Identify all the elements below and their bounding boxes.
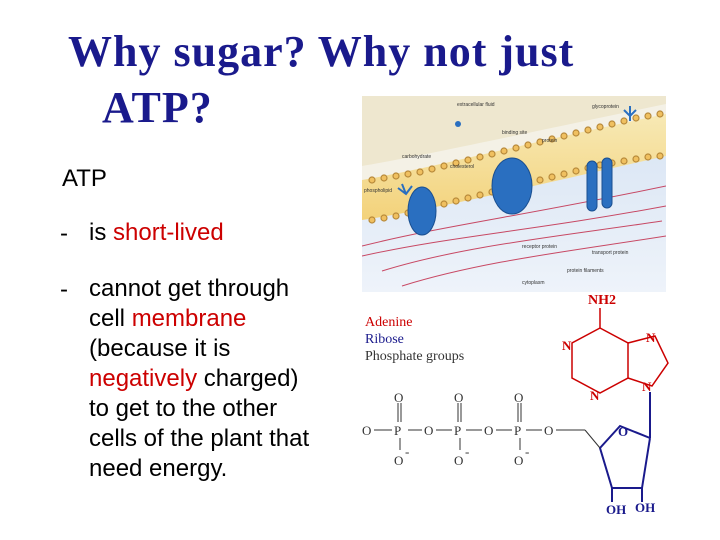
atp-heading: ATP [62, 165, 107, 192]
n-label-3: N [646, 330, 656, 345]
n-label-4: N [642, 379, 652, 394]
minus-1: - [405, 444, 409, 459]
label-cholesterol: cholesterol [450, 164, 474, 170]
bullet2-line5: to get to the other [89, 395, 278, 422]
label-phospholipid: phospholipid [364, 188, 392, 194]
label-binding-site: binding site [502, 130, 528, 136]
bullet2-line2-pre: cell [89, 305, 132, 332]
atp-molecule-diagram: Adenine Ribose Phosphate groups NH2 N N … [362, 293, 669, 517]
molecule-dot [455, 121, 461, 127]
n-label-2: N [590, 388, 600, 403]
minus-3: - [525, 444, 529, 459]
p-1: P [394, 423, 401, 438]
label-receptor: receptor protein [522, 244, 557, 250]
bullet1-text: is [89, 219, 113, 246]
p-2: P [454, 423, 461, 438]
adenine-ring [571, 308, 669, 394]
o-bottom-2: O [454, 453, 463, 468]
o-top-3: O [514, 390, 523, 405]
slide-title-line1: Why sugar? Why not just [68, 27, 575, 76]
bullet2-line3: (because it is [89, 335, 231, 362]
o-bridge-2: O [484, 423, 493, 438]
label-extracellular: extracellular fluid [457, 102, 495, 108]
ribose-o-label: O [618, 424, 628, 439]
oh-label-2: OH [635, 500, 655, 515]
nh2-label: NH2 [588, 293, 616, 308]
bullet2-line1: cannot get through [89, 275, 290, 302]
minus-2: - [465, 444, 469, 459]
ribose-ring [598, 392, 651, 502]
label-protein: protein [542, 138, 558, 144]
membrane-proteins [407, 157, 613, 236]
o-top-1: O [394, 390, 403, 405]
bullet2-line6: cells of the plant that [89, 425, 310, 452]
o-bottom-1: O [394, 453, 403, 468]
bullet1-highlight: short-lived [113, 219, 224, 246]
o-bridge-1: O [424, 423, 433, 438]
bullet2-line4: negatively charged) [89, 364, 309, 394]
label-glycoprotein: glycoprotein [592, 104, 619, 110]
protein-filaments [362, 185, 666, 287]
o-bottom-3: O [514, 453, 523, 468]
phosphate-chain [374, 403, 601, 450]
n-label-1: N [562, 338, 572, 353]
bullet-membrane: cannot get through cell membrane (becaus… [89, 274, 309, 484]
o-top-2: O [454, 390, 463, 405]
bullet-short-lived: is short-lived [89, 218, 224, 248]
bullet2-line4-post: charged) [197, 365, 299, 392]
bullet-dash-1: - [60, 220, 68, 247]
o-bridge-3: O [544, 423, 553, 438]
o-left: O [362, 423, 371, 438]
legend-phosphate: Phosphate groups [365, 349, 464, 364]
bullet2-line2-highlight: membrane [131, 305, 247, 332]
bullet-dash-2: - [60, 276, 68, 303]
label-carbohydrate: carbohydrate [402, 154, 431, 160]
bullet2-line4-highlight: negatively [89, 365, 198, 392]
label-filaments: protein filaments [567, 268, 604, 274]
legend-adenine: Adenine [365, 315, 412, 330]
cell-membrane-illustration: extracellular fluid glycoprotein binding… [362, 96, 666, 292]
oh-label-1: OH [606, 502, 626, 517]
legend-ribose: Ribose [365, 332, 404, 347]
bullet2-line7: need energy. [89, 455, 228, 482]
p-3: P [514, 423, 521, 438]
slide-title-line2: ATP? [102, 83, 213, 132]
glycoprotein-chains [397, 106, 637, 196]
bullet2-line2: cell membrane [89, 304, 309, 334]
label-transport: transport protein [592, 250, 629, 256]
label-cytoplasm: cytoplasm [522, 280, 545, 286]
